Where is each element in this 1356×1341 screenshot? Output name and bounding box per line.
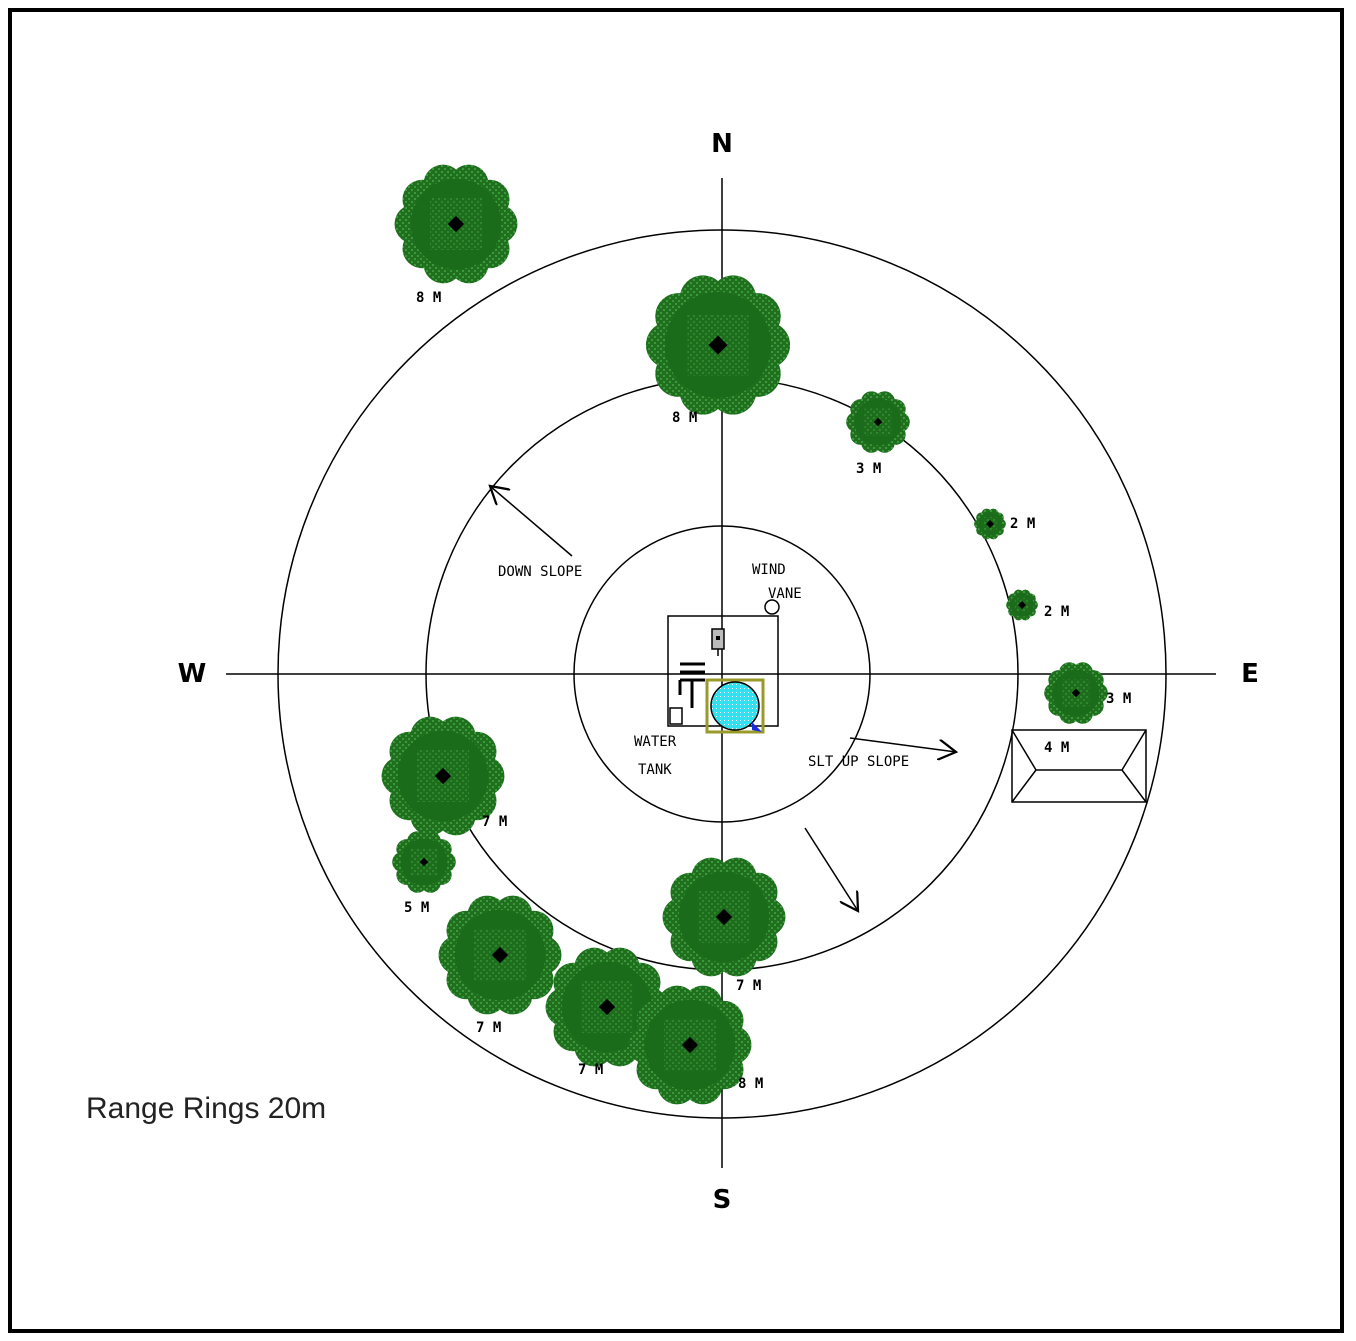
down-slope-arrow	[490, 486, 573, 557]
tree-center-marker	[1018, 601, 1026, 609]
tree-height-label: 5 M	[404, 900, 429, 916]
tree-center-marker	[434, 767, 452, 785]
wind-vane-label-2: VANE	[768, 586, 802, 602]
station-enclosure	[667, 599, 780, 734]
tree-tree-e-2m-a: 2 M	[974, 508, 1035, 540]
tree-height-label: 7 M	[578, 1062, 603, 1078]
building-height-label: 4 M	[1044, 740, 1069, 756]
slt-up-slope-label: SLT UP SLOPE	[808, 754, 909, 770]
water-tank-label-1: WATER	[634, 734, 677, 750]
tree-tree-west-5m: 5 M	[392, 831, 456, 916]
tree-center-marker	[1071, 688, 1081, 698]
tree-center-marker	[681, 1036, 699, 1054]
tree-height-label: 8 M	[738, 1076, 763, 1092]
tree-height-label: 2 M	[1010, 516, 1035, 532]
tree-height-label: 8 M	[672, 410, 697, 426]
tree-group: 8 M 8 M 3 M 2 M 2 M 3 M 7 M 5 M 7 M 7 M 8 M 7 M	[381, 164, 1131, 1105]
tree-center-marker	[715, 908, 733, 926]
tree-center-marker	[986, 520, 994, 528]
tree-center-marker	[447, 215, 465, 233]
tree-tree-s-7m-a: 7 M	[545, 947, 669, 1078]
building: 4 M	[1011, 729, 1147, 803]
tree-height-label: 3 M	[1106, 691, 1131, 707]
water-tank-label-2: TANK	[638, 762, 672, 778]
tree-tree-ne-3m: 3 M	[846, 391, 910, 477]
tree-center-marker	[419, 857, 429, 867]
tree-tree-north: 8 M	[645, 275, 791, 426]
tree-center-marker	[708, 335, 728, 355]
tree-tree-sw-7m: 7 M	[438, 895, 562, 1036]
tree-height-label: 8 M	[416, 290, 441, 306]
tree-center-marker	[491, 946, 509, 964]
water-tank	[705, 678, 765, 734]
slt-up-slope-arrow	[849, 737, 956, 752]
down-slope-label: DOWN SLOPE	[498, 564, 582, 580]
tree-height-label: 7 M	[482, 814, 507, 830]
tree-height-label: 3 M	[856, 461, 881, 477]
range-rings-legend: Range Rings 20m	[86, 1092, 326, 1125]
wind-vane-label-1: WIND	[752, 562, 786, 578]
compass-south: S	[713, 1185, 732, 1215]
tree-height-label: 7 M	[476, 1020, 501, 1036]
compass-north: N	[711, 129, 733, 159]
tree-height-label: 7 M	[736, 978, 761, 994]
tree-center-marker	[598, 998, 616, 1016]
wind-vane-icon	[764, 599, 780, 615]
tree-tree-nw-far: 8 M	[394, 164, 518, 306]
tree-tree-south-7m: 7 M	[662, 857, 786, 994]
diagram-frame	[8, 8, 1344, 1333]
tree-tree-west-7m: 7 M	[381, 716, 507, 836]
southeast-slope-arrow	[804, 827, 858, 911]
compass-west: W	[178, 659, 207, 689]
compass-east: E	[1241, 659, 1259, 689]
tree-tree-east-3m: 3 M	[1044, 662, 1131, 724]
tree-tree-e-2m-b: 2 M	[1006, 589, 1069, 621]
tree-tree-s-8m: 8 M	[628, 985, 763, 1105]
tree-center-marker	[873, 417, 883, 427]
tree-height-label: 2 M	[1044, 604, 1069, 620]
